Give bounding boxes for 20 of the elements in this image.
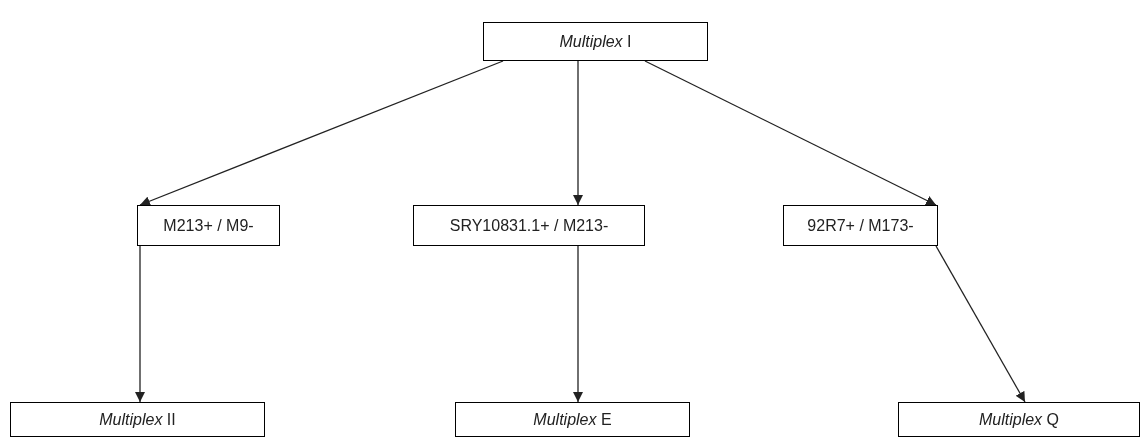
box-label: SRY10831.1+ / M213- — [449, 216, 609, 235]
text-box — [413, 205, 645, 246]
box-label: Multiplex Q — [979, 410, 1059, 429]
text-box — [455, 402, 690, 437]
arrow — [573, 60, 583, 206]
box-label: 92R7+ / M173- — [807, 216, 914, 235]
arrow — [135, 245, 145, 403]
box-label: Multiplex E — [533, 410, 612, 429]
text-box — [483, 22, 708, 61]
arrow — [573, 245, 583, 403]
arrow — [644, 60, 937, 206]
text-box — [137, 205, 280, 246]
arrow — [935, 245, 1026, 403]
text-box — [783, 205, 938, 246]
text-box — [898, 402, 1140, 437]
box-label: Multiplex II — [99, 410, 176, 429]
box-label: M213+ / M9- — [163, 216, 254, 235]
arrow — [139, 60, 504, 206]
box-label: Multiplex I — [559, 32, 632, 51]
text-box — [10, 402, 265, 437]
